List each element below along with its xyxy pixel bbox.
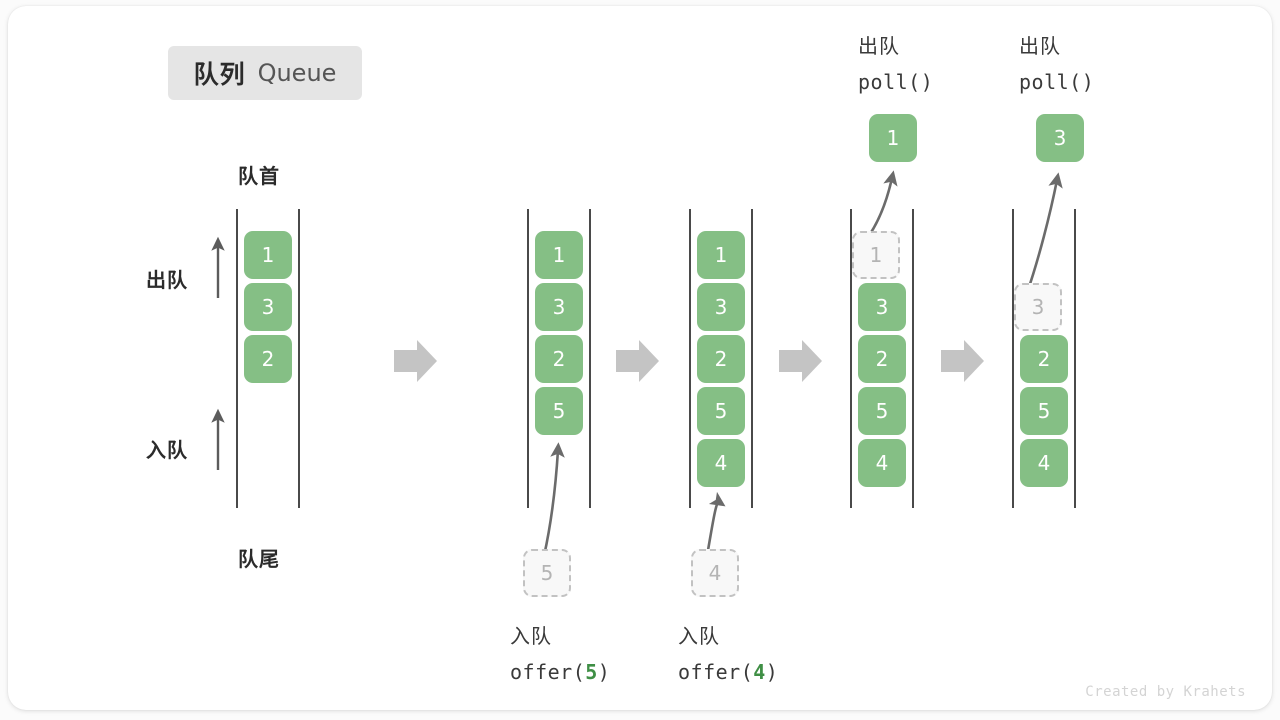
footer-credit: Created by Krahets (1085, 684, 1246, 700)
caption-poll-3: 出队 poll() (1019, 30, 1094, 100)
rail-left (236, 209, 238, 508)
queue-item-new: 4 (697, 439, 745, 487)
queue-item: 3 (858, 283, 906, 331)
caption-offer-4: 入队 offer(4) (678, 620, 778, 690)
caption-op: offer( (510, 660, 586, 684)
queue-item: 2 (1020, 335, 1068, 383)
rail-left (527, 209, 529, 508)
queue-item: 3 (244, 283, 292, 331)
rail-right (298, 209, 300, 508)
queue-item: 5 (1020, 387, 1068, 435)
caption-close: ) (765, 660, 779, 684)
queue-item: 1 (535, 231, 583, 279)
rail-left (850, 209, 852, 508)
rail-right (1074, 209, 1076, 508)
queue-item-removed: 3 (1014, 283, 1062, 331)
caption-arg: 5 (585, 660, 598, 684)
queue-item: 2 (244, 335, 292, 383)
queue-item: 5 (858, 387, 906, 435)
queue-item: 4 (858, 439, 906, 487)
caption-offer-5: 入队 offer(5) (510, 620, 610, 690)
rail-right (751, 209, 753, 508)
queue-item: 1 (244, 231, 292, 279)
queue-item: 3 (697, 283, 745, 331)
caption-cn: 入队 (510, 626, 552, 648)
caption-code: poll() (858, 70, 934, 94)
caption-cn: 出队 (858, 36, 900, 58)
pending-item: 5 (523, 549, 571, 597)
title-en: Queue (257, 59, 337, 87)
label-queue-tail: 队尾 (238, 549, 280, 571)
diagram-card (8, 6, 1272, 710)
queue-item: 3 (535, 283, 583, 331)
rail-left (1012, 209, 1014, 508)
diagram-title-badge: 队列 Queue (168, 46, 362, 100)
queue-item: 2 (697, 335, 745, 383)
caption-close: ) (597, 660, 611, 684)
caption-cn: 入队 (678, 626, 720, 648)
pending-item: 4 (691, 549, 739, 597)
queue-item: 5 (697, 387, 745, 435)
title-cn: 队列 (193, 61, 246, 89)
rail-left (689, 209, 691, 508)
caption-op: offer( (678, 660, 754, 684)
queue-item: 1 (697, 231, 745, 279)
rail-right (589, 209, 591, 508)
rail-right (912, 209, 914, 508)
queue-item-new: 5 (535, 387, 583, 435)
queue-item: 4 (1020, 439, 1068, 487)
queue-item: 2 (535, 335, 583, 383)
polled-output-item: 1 (869, 114, 917, 162)
caption-code: offer(4) (678, 655, 778, 690)
label-dequeue-direction: 出队 (146, 270, 188, 292)
polled-output-item: 3 (1036, 114, 1084, 162)
caption-code: offer(5) (510, 655, 610, 690)
label-queue-head: 队首 (238, 166, 280, 188)
queue-item: 2 (858, 335, 906, 383)
caption-arg: 4 (753, 660, 766, 684)
caption-code: poll() (1019, 70, 1095, 94)
caption-cn: 出队 (1019, 36, 1061, 58)
queue-item-removed: 1 (852, 231, 900, 279)
label-enqueue-direction: 入队 (146, 440, 188, 462)
caption-poll-1: 出队 poll() (858, 30, 933, 100)
